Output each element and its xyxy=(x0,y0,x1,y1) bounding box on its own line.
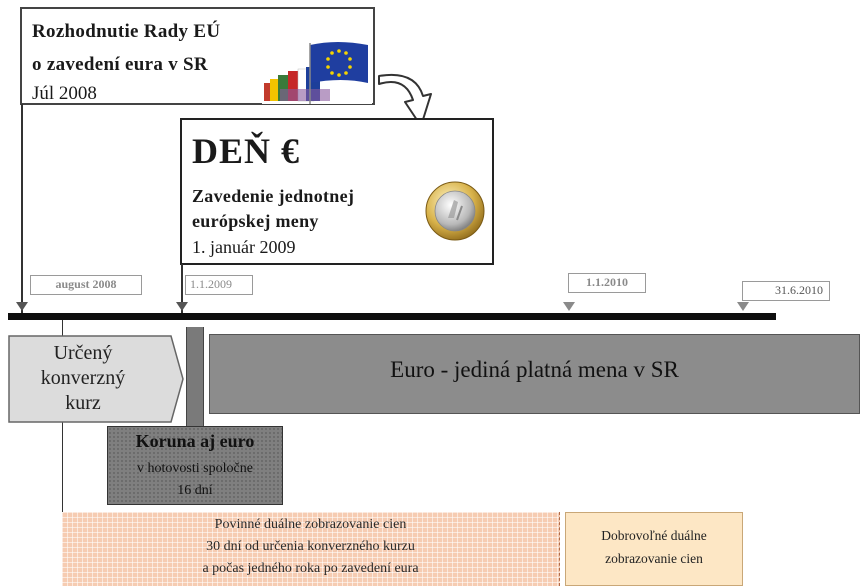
euro-only-text: Euro - jediná platná mena v SR xyxy=(390,357,679,382)
conversion-rate-box: Určený konverzný kurz xyxy=(8,335,184,423)
mandatory-line-2: 30 dní od určenia konverzného kurzu xyxy=(206,539,415,554)
decision-line-2: o zavedení eura v SR xyxy=(32,54,208,75)
tick-arrow-august-2008 xyxy=(16,302,28,311)
dual-circulation-connector xyxy=(186,327,204,427)
date-label-august-2008: august 2008 xyxy=(30,275,142,295)
tick-arrow-2009 xyxy=(176,302,188,311)
date-label-2010: 1.1.2010 xyxy=(568,273,646,293)
date-label-june-2010: 31.6.2010 xyxy=(742,281,830,301)
dual-circulation-line-2: 16 dní xyxy=(177,483,213,498)
mandatory-line-3: a počas jedného roka po zavedení eura xyxy=(202,561,419,576)
euro-day-box: DEŇ € Zavedenie jednotnej európskej meny… xyxy=(180,118,494,265)
tick-arrow-june-2010 xyxy=(737,302,749,311)
mandatory-line-1: Povinné duálne zobrazovanie cien xyxy=(214,517,407,532)
euro-day-title: DEŇ € xyxy=(192,131,301,171)
timeline-bar xyxy=(8,313,776,320)
eu-flag-image xyxy=(262,39,372,104)
euro-day-date: 1. január 2009 xyxy=(192,237,296,257)
tick-arrow-2010 xyxy=(563,302,575,311)
conversion-line-2: konverzný xyxy=(40,367,126,389)
voluntary-dual-pricing-box: Dobrovoľné duálne zobrazovanie cien xyxy=(565,512,743,586)
date-label-2009: 1.1.2009 xyxy=(185,275,253,295)
conversion-rate-text: Určený konverzný kurz xyxy=(8,341,158,416)
conversion-rate-shape xyxy=(8,335,184,423)
voluntary-line-2: zobrazovanie cien xyxy=(605,551,703,566)
euro-day-line-1: Zavedenie jednotnej xyxy=(192,186,355,206)
euro-coin-image xyxy=(425,181,485,241)
decision-date: Júl 2008 xyxy=(32,83,97,104)
conversion-line-1: Určený xyxy=(53,342,113,364)
dual-circulation-line-1: v hotovosti spoločne xyxy=(137,461,253,476)
curved-arrow-icon xyxy=(378,74,432,127)
euro-day-line-2: európskej meny xyxy=(192,211,319,231)
decision-timeline-line xyxy=(21,104,23,316)
conversion-period-line xyxy=(62,320,63,586)
dual-circulation-title: Koruna aj euro xyxy=(135,431,255,451)
euro-day-timeline-line xyxy=(181,264,183,316)
voluntary-line-1: Dobrovoľné duálne xyxy=(601,528,707,543)
euro-only-currency-box: Euro - jediná platná mena v SR xyxy=(209,334,860,414)
dual-circulation-box: Koruna aj euro v hotovosti spoločne 16 d… xyxy=(107,426,283,505)
eu-council-decision-box: Rozhodnutie Rady EÚ o zavedení eura v SR… xyxy=(20,7,375,105)
decision-line-1: Rozhodnutie Rady EÚ xyxy=(32,21,221,42)
mandatory-dual-pricing-box: Povinné duálne zobrazovanie cien 30 dní … xyxy=(62,512,560,586)
conversion-line-3: kurz xyxy=(65,392,101,414)
